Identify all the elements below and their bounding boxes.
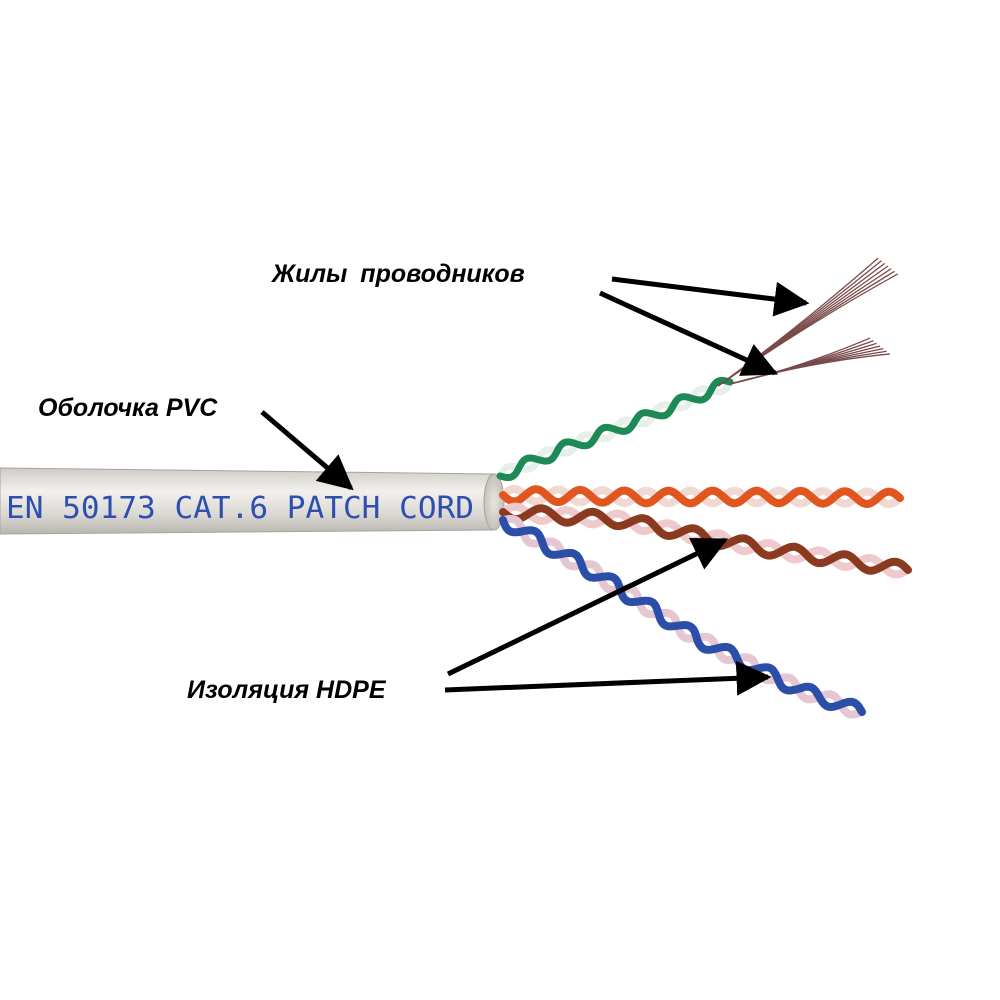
- arrow-to-insulation-2: [444, 660, 772, 696]
- arrow-to-sheath: [260, 410, 354, 491]
- label-hdpe-insulation: Изоляция HDPE: [187, 676, 386, 704]
- jacket-print-text: EN 50173 CAT.6 PATCH CORD: [6, 491, 474, 526]
- copper-strand: [729, 350, 887, 385]
- label-pvc-sheath: Оболочка PVC: [38, 394, 218, 422]
- copper-strand: [729, 353, 890, 385]
- cable-jacket: [0, 467, 505, 535]
- callout-arrows: [260, 276, 810, 696]
- arrow-to-conductor-1: [611, 276, 810, 317]
- wire-orange-solid: [499, 485, 904, 509]
- wire-brown-solid: [499, 504, 912, 575]
- wire-blue-solid: [499, 516, 866, 716]
- copper-conductor-strands: [717, 257, 899, 387]
- arrow-to-insulation-1: [446, 537, 729, 677]
- arrow-to-conductor-2: [598, 290, 779, 376]
- twisted-pair-blue: [499, 515, 866, 719]
- twisted-pair-green: [496, 377, 734, 481]
- copper-strand: [717, 273, 899, 387]
- twisted-pair-orange: [499, 484, 904, 509]
- label-conductor-cores: Жилы проводников: [272, 260, 525, 288]
- twisted-pair-brown: [499, 502, 912, 579]
- jacket-end-cap: [483, 473, 505, 531]
- wire-green-solid: [496, 377, 734, 481]
